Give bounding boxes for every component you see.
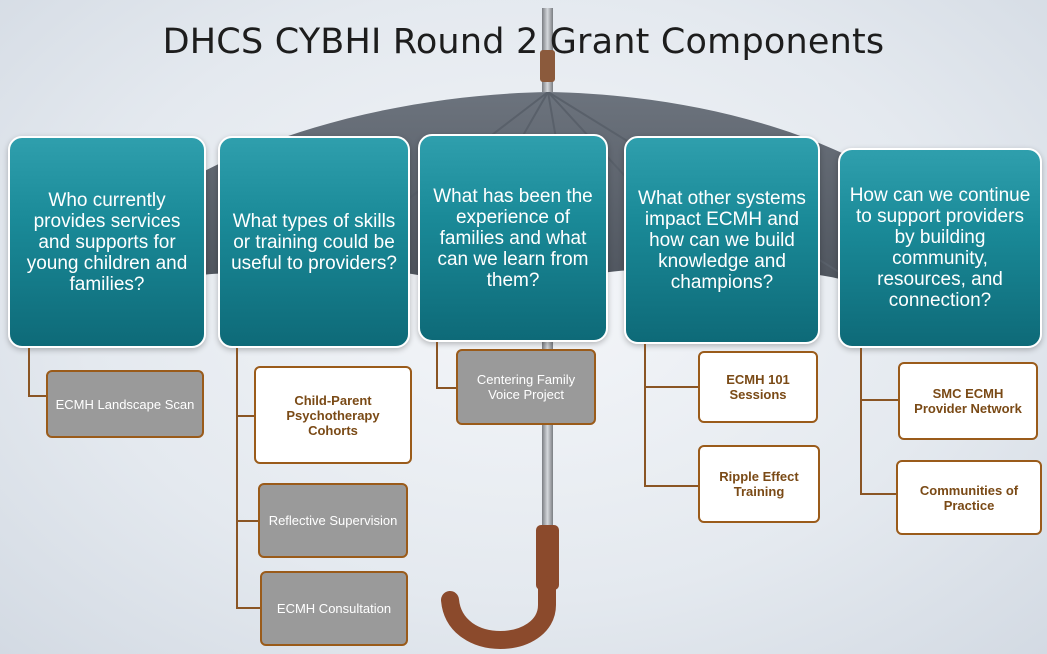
connector-line: [436, 387, 458, 389]
umbrella-handle-grip: [536, 525, 559, 590]
question-text: How can we continue to support providers…: [849, 185, 1031, 311]
component-ripple-effect-training: Ripple Effect Training: [698, 445, 820, 523]
connector-line: [28, 395, 48, 397]
component-ecmh-landscape-scan: ECMH Landscape Scan: [46, 370, 204, 438]
question-box-3: What has been the experience of families…: [418, 134, 608, 342]
connector-line: [860, 493, 898, 495]
component-centering-family-voice: Centering Family Voice Project: [456, 349, 596, 425]
question-box-2: What types of skills or training could b…: [218, 136, 410, 348]
component-smc-ecmh-provider-network: SMC ECMH Provider Network: [898, 362, 1038, 440]
connector-line: [28, 348, 30, 396]
connector-line: [860, 348, 862, 494]
connector-line: [236, 607, 262, 609]
umbrella-handle-hook: [441, 576, 556, 649]
question-box-1: Who currently provides services and supp…: [8, 136, 206, 348]
component-child-parent-psychotherapy: Child-Parent Psychotherapy Cohorts: [254, 366, 412, 464]
slide-title: DHCS CYBHI Round 2 Grant Components: [162, 22, 885, 62]
connector-line: [436, 342, 438, 388]
question-box-4: What other systems impact ECMH and how c…: [624, 136, 820, 344]
connector-line: [236, 348, 238, 608]
question-box-5: How can we continue to support providers…: [838, 148, 1042, 348]
component-ecmh-101-sessions: ECMH 101 Sessions: [698, 351, 818, 423]
question-text: What has been the experience of families…: [433, 185, 593, 291]
question-text: Who currently provides services and supp…: [26, 189, 188, 295]
connector-line: [236, 520, 260, 522]
question-text: What other systems impact ECMH and how c…: [638, 187, 806, 293]
connector-line: [644, 485, 700, 487]
question-text: What types of skills or training could b…: [231, 210, 397, 274]
connector-line: [236, 415, 256, 417]
connector-line: [644, 344, 646, 486]
component-reflective-supervision: Reflective Supervision: [258, 483, 408, 558]
component-ecmh-consultation: ECMH Consultation: [260, 571, 408, 646]
connector-line: [644, 386, 700, 388]
component-communities-of-practice: Communities of Practice: [896, 460, 1042, 535]
connector-line: [860, 399, 900, 401]
